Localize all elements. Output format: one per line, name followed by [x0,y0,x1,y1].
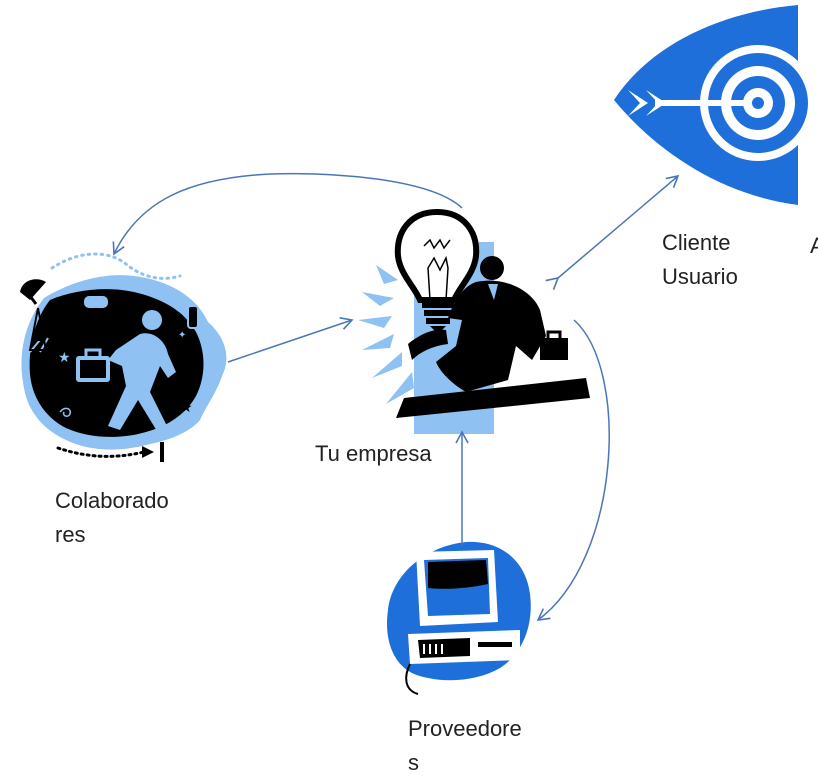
arrow-colaboradores-to-empresa [227,317,354,363]
arrow-empresa-to-colaboradores [112,172,463,256]
proveedores-label-line2: s [408,750,419,775]
busy-worker-icon: ★ ★ ✦ [20,252,227,462]
arrow-empresa-to-proveedores [536,319,610,621]
proveedores-label: Proveedore s [408,712,522,780]
computer-icon [387,541,531,695]
colaboradores-label-line2: res [55,522,86,547]
colaboradores-label-line1: Colaborado [55,488,169,513]
cliente-label-line2: Usuario [662,264,738,289]
svg-text:✦: ✦ [178,330,186,341]
proveedores-label-line1: Proveedore [408,716,522,741]
svg-text:★: ★ [180,400,193,416]
target-arrow-icon [614,5,816,205]
empresa-label: Tu empresa [315,441,432,466]
colaboradores-label: Colaborado res [55,484,169,552]
lightbulb-businessman-icon [358,208,590,434]
clipped-label: A [810,233,818,258]
svg-text:★: ★ [58,350,71,366]
arrow-empresa-to-cliente [545,174,680,290]
cliente-label-line1: Cliente [662,230,731,255]
